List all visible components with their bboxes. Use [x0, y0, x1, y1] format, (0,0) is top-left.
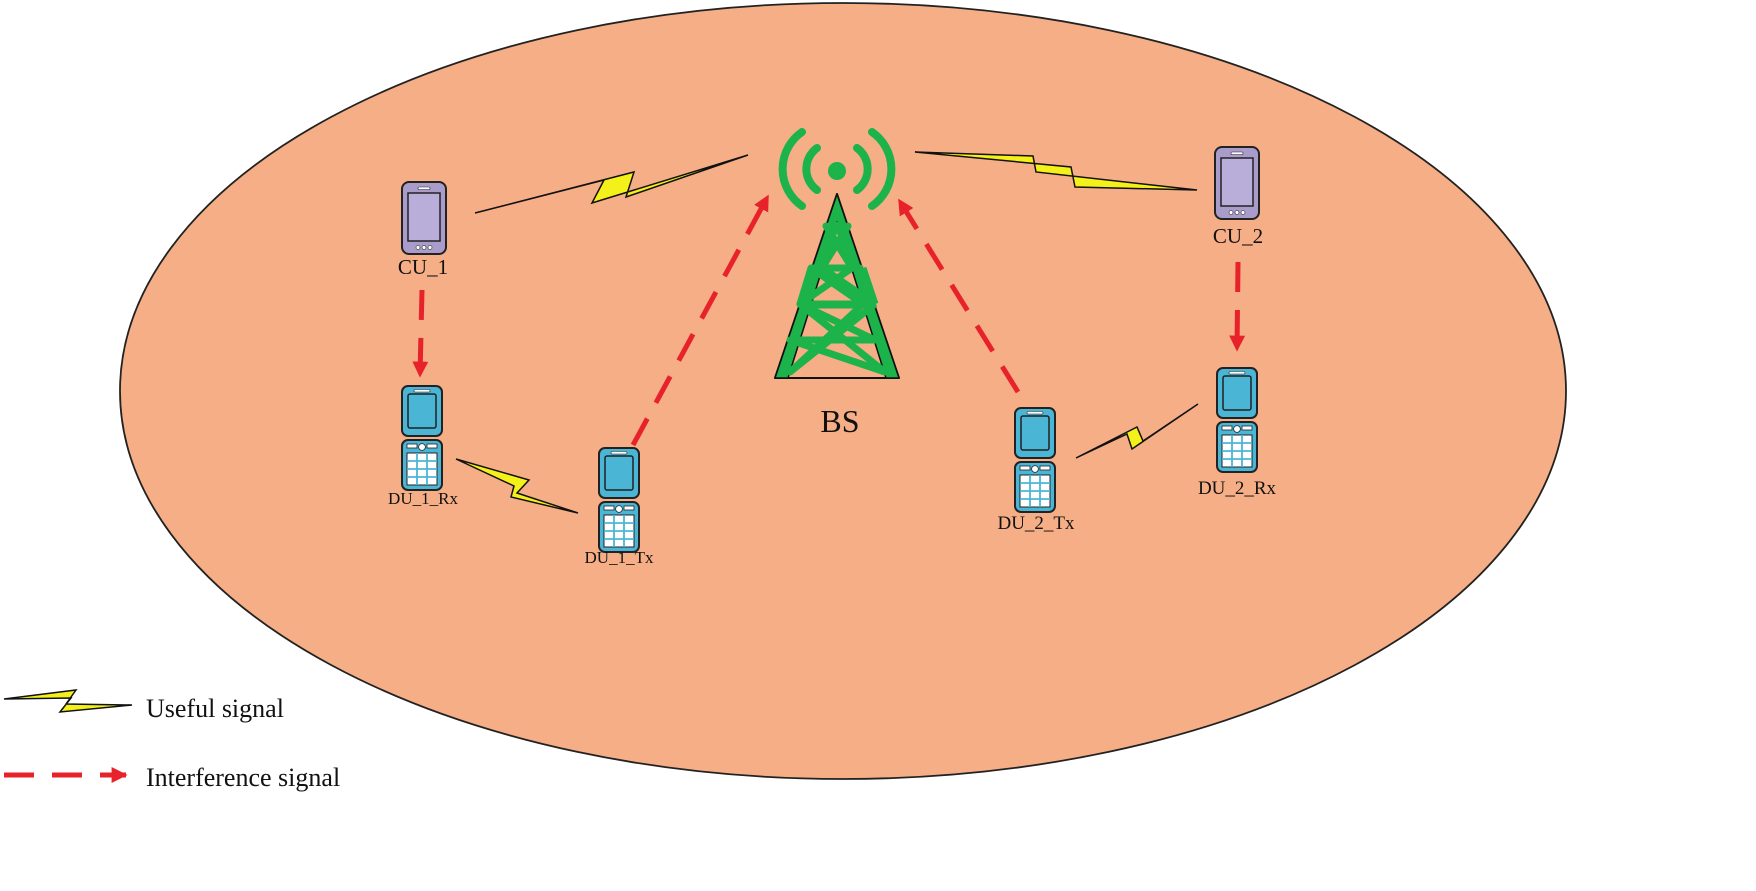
smartphone-icon — [401, 181, 447, 255]
node-label-du1tx: DU_1_Tx — [585, 548, 654, 567]
legend-interference-signal-label: Interference signal — [146, 763, 340, 792]
node-label-du2tx: DU_2_Tx — [997, 513, 1075, 534]
useful-link-cu1-bs — [474, 154, 749, 214]
node-cu2: CU_2 — [1213, 146, 1263, 248]
interference-cu1-du1rx — [412, 289, 429, 378]
node-du2rx: DU_2_Rx — [1198, 367, 1277, 499]
legend-useful-signal-icon — [3, 689, 133, 713]
node-cu1: CU_1 — [398, 181, 448, 279]
legend-useful-signal-label: Useful signal — [146, 694, 284, 723]
useful-signal-links — [455, 151, 1199, 514]
useful-link-du1tx-du1rx — [455, 458, 579, 514]
legend: Useful signal Interference signal — [3, 689, 340, 792]
node-du1rx: DU_1_Rx — [388, 385, 458, 508]
cell-coverage-area — [119, 2, 1567, 780]
node-label-du1rx: DU_1_Rx — [388, 489, 458, 508]
cell-tower-icon — [774, 128, 900, 379]
interference-cu2-du2rx — [1229, 261, 1246, 352]
interference-du2tx-bs — [896, 198, 1021, 394]
smartphone-icon — [1214, 146, 1260, 220]
node-label-du2rx: DU_2_Rx — [1198, 478, 1277, 499]
useful-link-cu2-bs — [914, 151, 1198, 191]
node-label-cu1: CU_1 — [398, 255, 448, 279]
legend-interference-signal: Interference signal — [4, 763, 340, 792]
useful-link-du2tx-du2rx — [1075, 403, 1199, 459]
node-label-cu2: CU_2 — [1213, 224, 1263, 248]
interference-links — [412, 194, 1246, 447]
node-du1tx: DU_1_Tx — [585, 447, 654, 567]
base-station-label: BS — [820, 403, 859, 439]
node-du2tx: DU_2_Tx — [997, 407, 1075, 534]
legend-useful-signal: Useful signal — [3, 689, 284, 723]
